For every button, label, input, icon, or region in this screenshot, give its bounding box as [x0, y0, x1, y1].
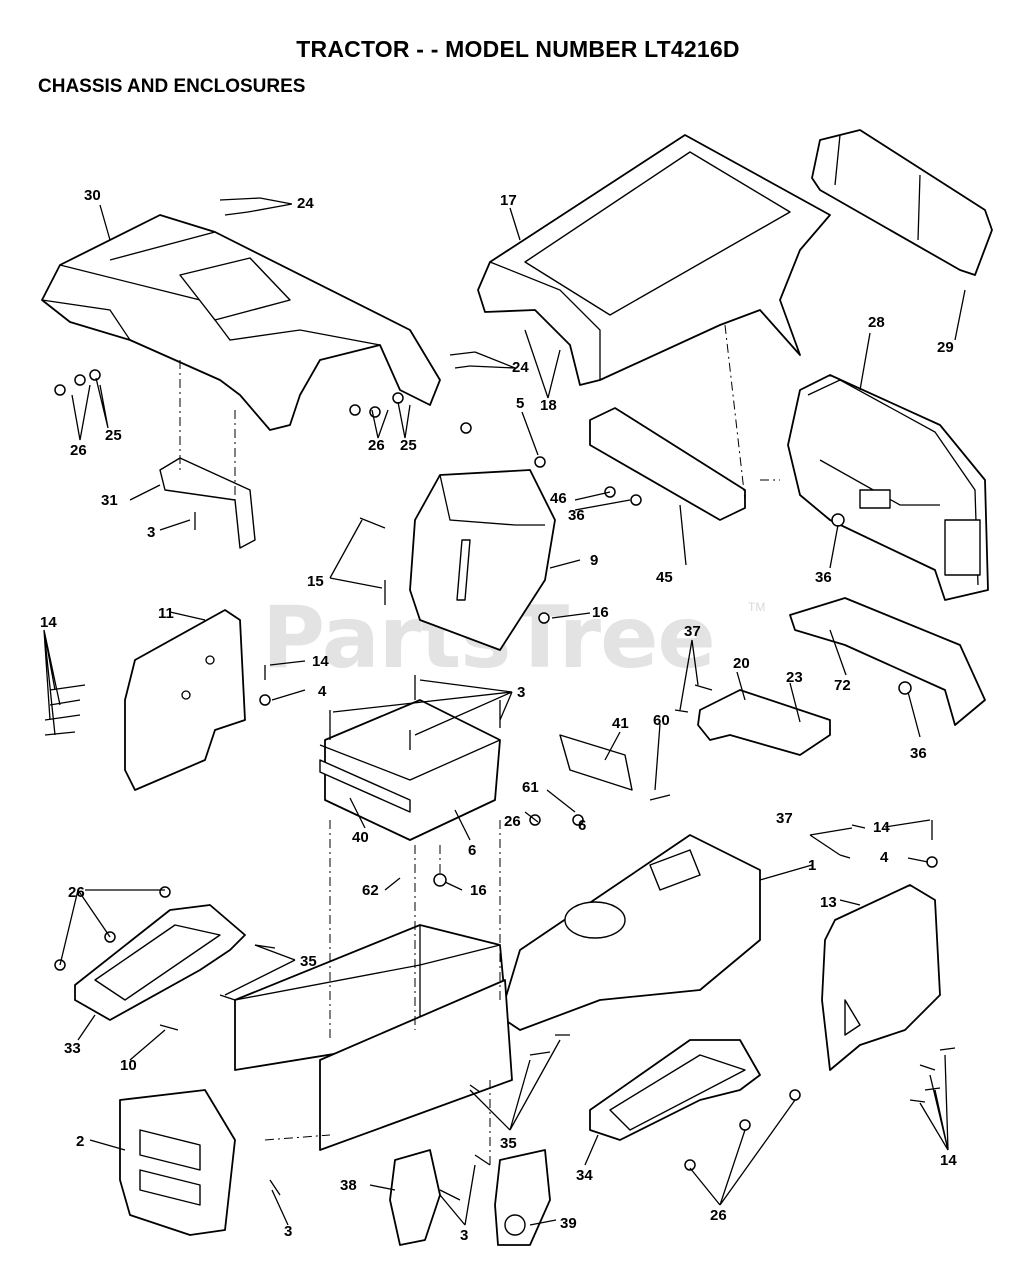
- callout-41: 41: [612, 715, 629, 732]
- callout-29: 29: [937, 339, 954, 356]
- callout-5: 5: [516, 395, 524, 412]
- callout-1: 1: [808, 857, 816, 874]
- callout-24a: 24: [297, 195, 314, 212]
- assembly-lines: [179, 324, 780, 1165]
- callout-46: 46: [550, 490, 567, 507]
- callout-18: 18: [540, 397, 557, 414]
- callout-14b: 14: [312, 653, 329, 670]
- part-bracket-20: [697, 689, 831, 756]
- part-body-panel: [477, 134, 831, 386]
- callout-13: 13: [820, 894, 837, 911]
- part-footrest-right: [589, 1039, 761, 1141]
- callout-37a: 37: [684, 623, 701, 640]
- section-subtitle: CHASSIS AND ENCLOSURES: [38, 76, 306, 97]
- callout-4b: 4: [880, 849, 889, 866]
- part-panel-45: [589, 407, 746, 521]
- callout-2: 2: [76, 1133, 84, 1150]
- callout-31: 31: [101, 492, 118, 509]
- callout-38: 38: [340, 1177, 357, 1194]
- callout-34: 34: [576, 1167, 593, 1184]
- part-front-bracket: [119, 1089, 236, 1236]
- part-frame-rail: [319, 979, 513, 1151]
- part-rear-fender: [41, 214, 441, 431]
- part-dash-panel: [787, 374, 989, 601]
- callout-72: 72: [834, 677, 851, 694]
- callout-62: 62: [362, 882, 379, 899]
- callout-33: 33: [64, 1040, 81, 1057]
- callout-30: 30: [84, 187, 101, 204]
- callout-45: 45: [656, 569, 673, 586]
- callout-11: 11: [158, 605, 174, 622]
- part-bracket-72: [789, 597, 986, 726]
- part-footrest-left: [74, 904, 246, 1021]
- callout-14c: 14: [873, 819, 890, 836]
- callout-26e: 26: [710, 1207, 727, 1224]
- leader-lines: [43, 197, 966, 1226]
- part-bracket-31: [159, 457, 256, 549]
- callout-35a: 35: [300, 953, 317, 970]
- part-main-frame: [234, 834, 761, 1071]
- callout-3d: 3: [460, 1227, 468, 1244]
- callout-3c: 3: [284, 1223, 292, 1240]
- callout-14a: 14: [40, 614, 57, 631]
- callout-4a: 4: [318, 683, 327, 700]
- callout-26c: 26: [504, 813, 521, 830]
- callout-23: 23: [786, 669, 803, 686]
- part-dash-bracket: [409, 469, 556, 651]
- callout-26a: 26: [70, 442, 87, 459]
- callout-14d: 14: [940, 1152, 957, 1169]
- callout-3a: 3: [147, 524, 155, 541]
- callout-labels: 30 24 24 17 29 28 26 25 26 25 18 5 46 36…: [40, 187, 957, 1244]
- page-title: TRACTOR - - MODEL NUMBER LT4216D: [296, 36, 740, 62]
- part-battery-plate: [319, 699, 501, 841]
- callout-26d: 26: [68, 884, 85, 901]
- callout-60: 60: [653, 712, 670, 729]
- callout-15: 15: [307, 573, 324, 590]
- callout-25a: 25: [105, 427, 122, 444]
- callout-6b: 6: [578, 817, 586, 834]
- callout-25b: 25: [400, 437, 417, 454]
- part-left-side-panel: [124, 609, 246, 791]
- watermark-trademark: TM: [748, 600, 766, 614]
- callout-39: 39: [560, 1215, 577, 1232]
- callout-40: 40: [352, 829, 369, 846]
- callout-6a: 6: [468, 842, 476, 859]
- callout-9: 9: [590, 552, 598, 569]
- part-bracket-38: [389, 1149, 441, 1246]
- callout-36c: 36: [910, 745, 927, 762]
- callout-26b: 26: [368, 437, 385, 454]
- callout-61: 61: [522, 779, 539, 796]
- callout-3b: 3: [517, 684, 525, 701]
- callout-16a: 16: [592, 604, 609, 621]
- part-bracket-39: [494, 1149, 551, 1246]
- callout-10: 10: [120, 1057, 137, 1074]
- callout-37b: 37: [776, 810, 793, 827]
- callout-35b: 35: [500, 1135, 517, 1152]
- callout-28: 28: [868, 314, 885, 331]
- part-back-panel: [811, 129, 993, 276]
- callout-17: 17: [500, 192, 517, 209]
- callout-20: 20: [733, 655, 750, 672]
- part-plate-41: [559, 734, 633, 791]
- callout-16b: 16: [470, 882, 487, 899]
- callout-24b: 24: [512, 359, 529, 376]
- callout-36b: 36: [815, 569, 832, 586]
- callout-36a: 36: [568, 507, 585, 524]
- part-right-side-panel: [821, 884, 941, 1071]
